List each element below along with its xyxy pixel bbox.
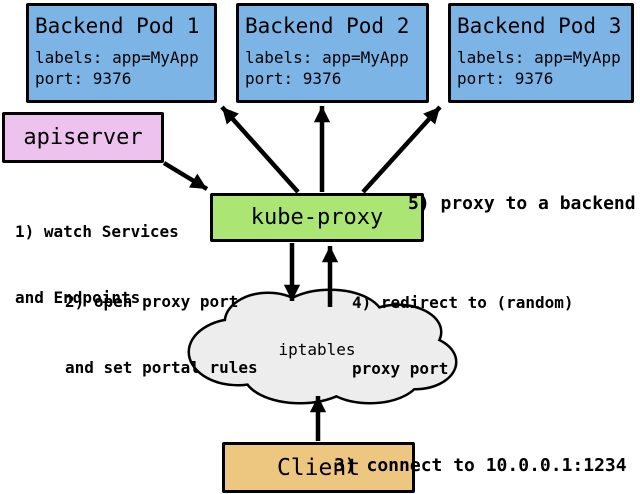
iptables-label: iptables bbox=[278, 340, 356, 359]
backend-pod-1-box: Backend Pod 1 labels: app=MyApp port: 93… bbox=[26, 3, 217, 103]
backend-pod-3-title: Backend Pod 3 bbox=[457, 14, 622, 38]
client-label: Client bbox=[276, 454, 361, 481]
backend-pod-2-labels: labels: app=MyApp bbox=[245, 48, 409, 67]
backend-pod-2-box: Backend Pod 2 labels: app=MyApp port: 93… bbox=[236, 3, 429, 103]
client-box: Client bbox=[222, 442, 415, 493]
iptables-cloud-fill bbox=[190, 291, 455, 402]
backend-pod-3-port: port: 9376 bbox=[457, 69, 554, 88]
annotation-5-proxy-backend: 5) proxy to a backend bbox=[408, 193, 636, 214]
backend-pod-1-labels: labels: app=MyApp bbox=[35, 48, 199, 67]
apiserver-box: apiserver bbox=[2, 112, 164, 163]
arrow-apiserver-to-kube-proxy bbox=[162, 161, 209, 191]
backend-pod-1-port: port: 9376 bbox=[35, 69, 132, 88]
backend-pod-1-title: Backend Pod 1 bbox=[35, 14, 200, 38]
kube-proxy-label: kube-proxy bbox=[250, 205, 384, 230]
backend-pod-3-labels: labels: app=MyApp bbox=[457, 48, 621, 67]
backend-pod-3-box: Backend Pod 3 labels: app=MyApp port: 93… bbox=[448, 3, 634, 103]
apiserver-label: apiserver bbox=[23, 125, 143, 150]
annotation-4-redirect: 4) redirect to (random) proxy port bbox=[352, 293, 574, 378]
backend-pod-2-port: port: 9376 bbox=[245, 69, 342, 88]
kube-proxy-box: kube-proxy bbox=[210, 193, 424, 242]
arrow-kube-proxy-to-pod1 bbox=[220, 105, 300, 194]
annotation-1-watch-services: 1) watch Services and Endpoints bbox=[15, 222, 179, 307]
arrow-kube-proxy-to-pod3 bbox=[361, 105, 442, 194]
backend-pod-2-title: Backend Pod 2 bbox=[245, 14, 410, 38]
annotation-3-connect: 3) connect to 10.0.0.1:1234 bbox=[334, 455, 627, 476]
annotation-2-open-proxy-port: 2) open proxy port and set portal rules bbox=[65, 292, 258, 377]
